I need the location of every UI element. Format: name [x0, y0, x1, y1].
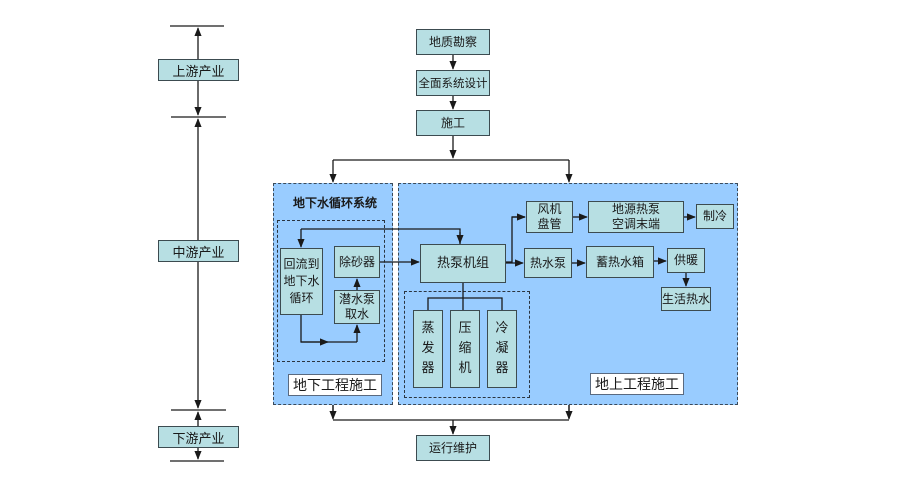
evaporator-char-2: 发: [421, 341, 435, 356]
geological-survey-box: 地质勘察: [416, 29, 490, 55]
underground-system-title: 地下水循环系统: [293, 196, 378, 210]
heat-pump-components-group: [404, 291, 530, 398]
desander-label: 除砂器: [338, 254, 375, 269]
cooling-label: 制冷: [702, 209, 727, 223]
heat-pump-unit-box: 热泵机组: [420, 244, 506, 283]
return-line-2: 地下水: [283, 274, 320, 288]
return-to-groundwater-box: 回流到 地下水 循环: [280, 248, 323, 315]
tier-downstream: 下游产业: [158, 426, 239, 448]
evaporator-char-1: 蒸: [421, 321, 435, 336]
groundwater-loop-group: [277, 220, 385, 362]
construction-box: 施工: [416, 110, 490, 136]
system-design-box: 全面系统设计: [416, 70, 490, 96]
domestic-hot-water-box: 生活热水: [661, 287, 711, 311]
tier-midstream-label: 中游产业: [172, 245, 225, 261]
compressor-char-2: 缩: [458, 341, 472, 356]
heat-pump-unit-label: 热泵机组: [436, 256, 489, 271]
tier-upstream-label: 上游产业: [172, 64, 225, 80]
evaporator-box: 蒸 发 器: [413, 310, 443, 388]
tier-upstream: 上游产业: [158, 59, 239, 81]
storage-tank-box: 蓄热水箱: [586, 246, 654, 278]
geological-survey-label: 地质勘察: [428, 34, 477, 49]
return-line-3: 循环: [289, 291, 314, 305]
submersible-pump-box: 潜水泵 取水: [334, 290, 380, 324]
compressor-box: 压 缩 机: [450, 310, 480, 388]
underground-construction-text: 地下工程施工: [293, 378, 377, 394]
hot-water-pump-box: 热水泵: [524, 248, 572, 278]
fan-coil-line-2: 盘管: [537, 217, 562, 231]
heating-box: 供暖: [667, 248, 705, 273]
cooling-box: 制冷: [696, 204, 734, 229]
return-line-1: 回流到: [283, 257, 320, 271]
fan-coil-box: 风机 盘管: [526, 201, 573, 233]
hot-water-pump-label: 热水泵: [529, 255, 566, 270]
heating-label: 供暖: [673, 253, 698, 267]
aboveground-construction-text: 地上工程施工: [595, 377, 679, 393]
operation-maintenance-label: 运行维护: [428, 440, 477, 455]
system-design-label: 全面系统设计: [418, 75, 488, 90]
aboveground-construction-label: 地上工程施工: [590, 373, 684, 395]
compressor-char-3: 机: [458, 361, 472, 376]
condenser-box: 冷 凝 器: [487, 310, 517, 388]
pump-line-1: 潜水泵: [338, 292, 375, 306]
construction-label: 施工: [440, 115, 465, 130]
tier-midstream: 中游产业: [158, 240, 239, 262]
condenser-char-3: 器: [495, 361, 509, 376]
underground-construction-label: 地下工程施工: [288, 374, 382, 396]
condenser-char-1: 冷: [495, 321, 509, 336]
ac-terminal-line-1: 地源热泵: [611, 202, 660, 216]
compressor-char-1: 压: [458, 321, 472, 336]
ac-terminal-box: 地源热泵 空调末端: [588, 201, 684, 233]
desander-box: 除砂器: [334, 246, 380, 278]
ac-terminal-line-2: 空调末端: [611, 217, 660, 231]
condenser-char-2: 凝: [495, 341, 509, 356]
pump-line-2: 取水: [344, 307, 369, 321]
storage-tank-label: 蓄热水箱: [595, 254, 644, 269]
tier-downstream-label: 下游产业: [172, 431, 225, 447]
fan-coil-line-1: 风机: [537, 202, 562, 216]
evaporator-char-3: 器: [421, 361, 435, 376]
domestic-hot-water-label: 生活热水: [662, 291, 711, 306]
operation-maintenance-box: 运行维护: [416, 435, 490, 461]
